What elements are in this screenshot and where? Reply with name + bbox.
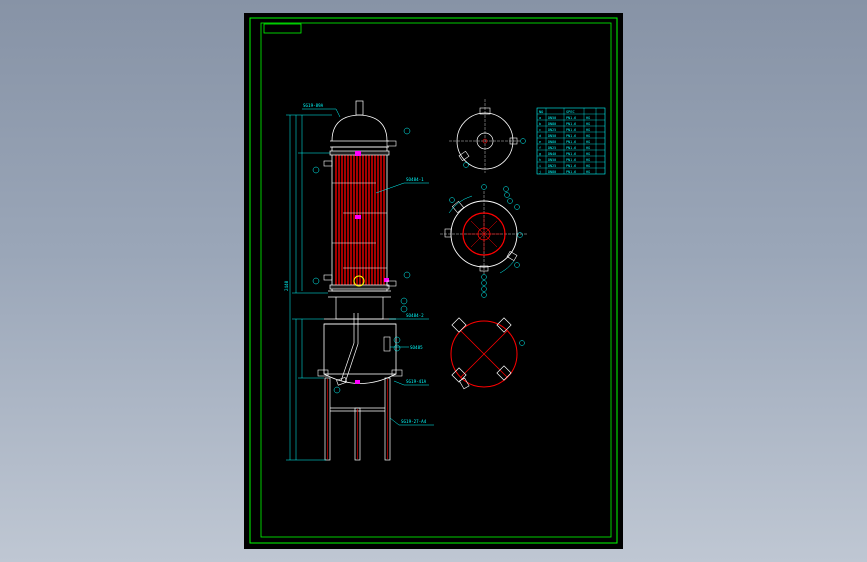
table-cell: e bbox=[539, 140, 541, 144]
table-cell: g bbox=[539, 152, 541, 156]
tube-sheet-section-view bbox=[440, 184, 528, 298]
table-cell: d bbox=[539, 134, 541, 138]
item-balloons bbox=[312, 127, 411, 394]
lower-shell bbox=[323, 323, 397, 375]
table-cell: DN25 bbox=[548, 146, 556, 150]
inner-frame bbox=[260, 22, 612, 538]
bottom-outlet bbox=[336, 377, 348, 386]
nozzle-marker-top bbox=[355, 151, 361, 156]
table-cell: PN1.6 bbox=[566, 170, 576, 174]
baffles bbox=[332, 182, 387, 269]
side-nozzle-upper-left bbox=[323, 160, 333, 167]
table-cell: DN25 bbox=[548, 164, 556, 168]
table-cell: PN1.6 bbox=[566, 134, 576, 138]
side-nozzle-lower-right bbox=[386, 280, 397, 287]
table-cell: DN40 bbox=[548, 152, 556, 156]
table-cell: a bbox=[539, 116, 541, 120]
outer-frame bbox=[249, 17, 618, 544]
cad-drawing: SG19-89A SO484-1 SO484-2 SO485 SG19-41A … bbox=[249, 17, 618, 544]
skirt-callout-a-label: SG19-41A bbox=[406, 379, 427, 384]
table-cell: HG bbox=[586, 158, 590, 162]
table-cell: DN80 bbox=[548, 170, 556, 174]
table-cell: HG bbox=[586, 140, 590, 144]
support-plan-view bbox=[450, 317, 525, 390]
table-cell: DN25 bbox=[548, 128, 556, 132]
table-cell: PN1.6 bbox=[566, 122, 576, 126]
table-cell: HG bbox=[586, 152, 590, 156]
table-cell: PN1.6 bbox=[566, 164, 576, 168]
table-cell: HG bbox=[586, 116, 590, 120]
table-cell: PN1.6 bbox=[566, 128, 576, 132]
tube-bundle bbox=[335, 155, 385, 285]
table-cell: DN80 bbox=[548, 122, 556, 126]
top-head bbox=[331, 114, 388, 142]
title-corner-box bbox=[263, 23, 302, 34]
upper-shell-callout-label: SO484-1 bbox=[406, 177, 424, 182]
table-cell: HG bbox=[586, 146, 590, 150]
table-cell: HG bbox=[586, 164, 590, 168]
table-header-left: NO bbox=[539, 110, 543, 114]
top-plan-view bbox=[449, 99, 526, 173]
table-cell: h bbox=[539, 158, 541, 162]
table-cell: HG bbox=[586, 128, 590, 132]
table-cell: HG bbox=[586, 122, 590, 126]
table-cell: f bbox=[539, 146, 541, 150]
table-cell: DN50 bbox=[548, 134, 556, 138]
drawing-sheet: SG19-89A SO484-1 SO484-2 SO485 SG19-41A … bbox=[244, 13, 623, 549]
skirt-callout-b-label: SG19-27-A4 bbox=[401, 419, 427, 424]
table-cell: DN80 bbox=[548, 140, 556, 144]
bottom-drain-marker bbox=[355, 380, 360, 384]
dimension-lines bbox=[286, 108, 434, 461]
table-cell: j bbox=[539, 170, 541, 174]
nozzle-marker-mid bbox=[355, 215, 361, 219]
center-marker bbox=[353, 275, 365, 287]
table-cell: b bbox=[539, 122, 541, 126]
table-cell: PN1.6 bbox=[566, 140, 576, 144]
support-legs bbox=[324, 377, 391, 461]
table-cell: PN1.6 bbox=[566, 158, 576, 162]
nozzle-marker-side bbox=[384, 278, 389, 282]
table-cell: c bbox=[539, 128, 541, 132]
lower-shell-callout-label: SO484-2 bbox=[406, 313, 424, 318]
table-cell: DN50 bbox=[548, 158, 556, 162]
side-nozzle-upper-right bbox=[386, 140, 397, 147]
side-nozzle-callout-label: SO485 bbox=[410, 345, 423, 350]
lower-side-nozzle bbox=[383, 336, 391, 352]
table-cell: i bbox=[539, 164, 541, 168]
top-nozzle bbox=[355, 100, 364, 116]
side-nozzle-lower-left bbox=[323, 274, 333, 281]
height-dimension-label: 2440 bbox=[284, 280, 289, 291]
vessel-elevation bbox=[317, 100, 403, 461]
table-cell: DN50 bbox=[548, 116, 556, 120]
table-cell: PN1.6 bbox=[566, 152, 576, 156]
table-cell: HG bbox=[586, 170, 590, 174]
top-callout-label: SG19-89A bbox=[303, 103, 324, 108]
table-header-right: SPEC bbox=[566, 110, 575, 114]
table-cell: PN1.6 bbox=[566, 146, 576, 150]
table-cell: HG bbox=[586, 134, 590, 138]
lower-tube-sheet bbox=[329, 284, 390, 290]
table-cell: PN1.6 bbox=[566, 116, 576, 120]
